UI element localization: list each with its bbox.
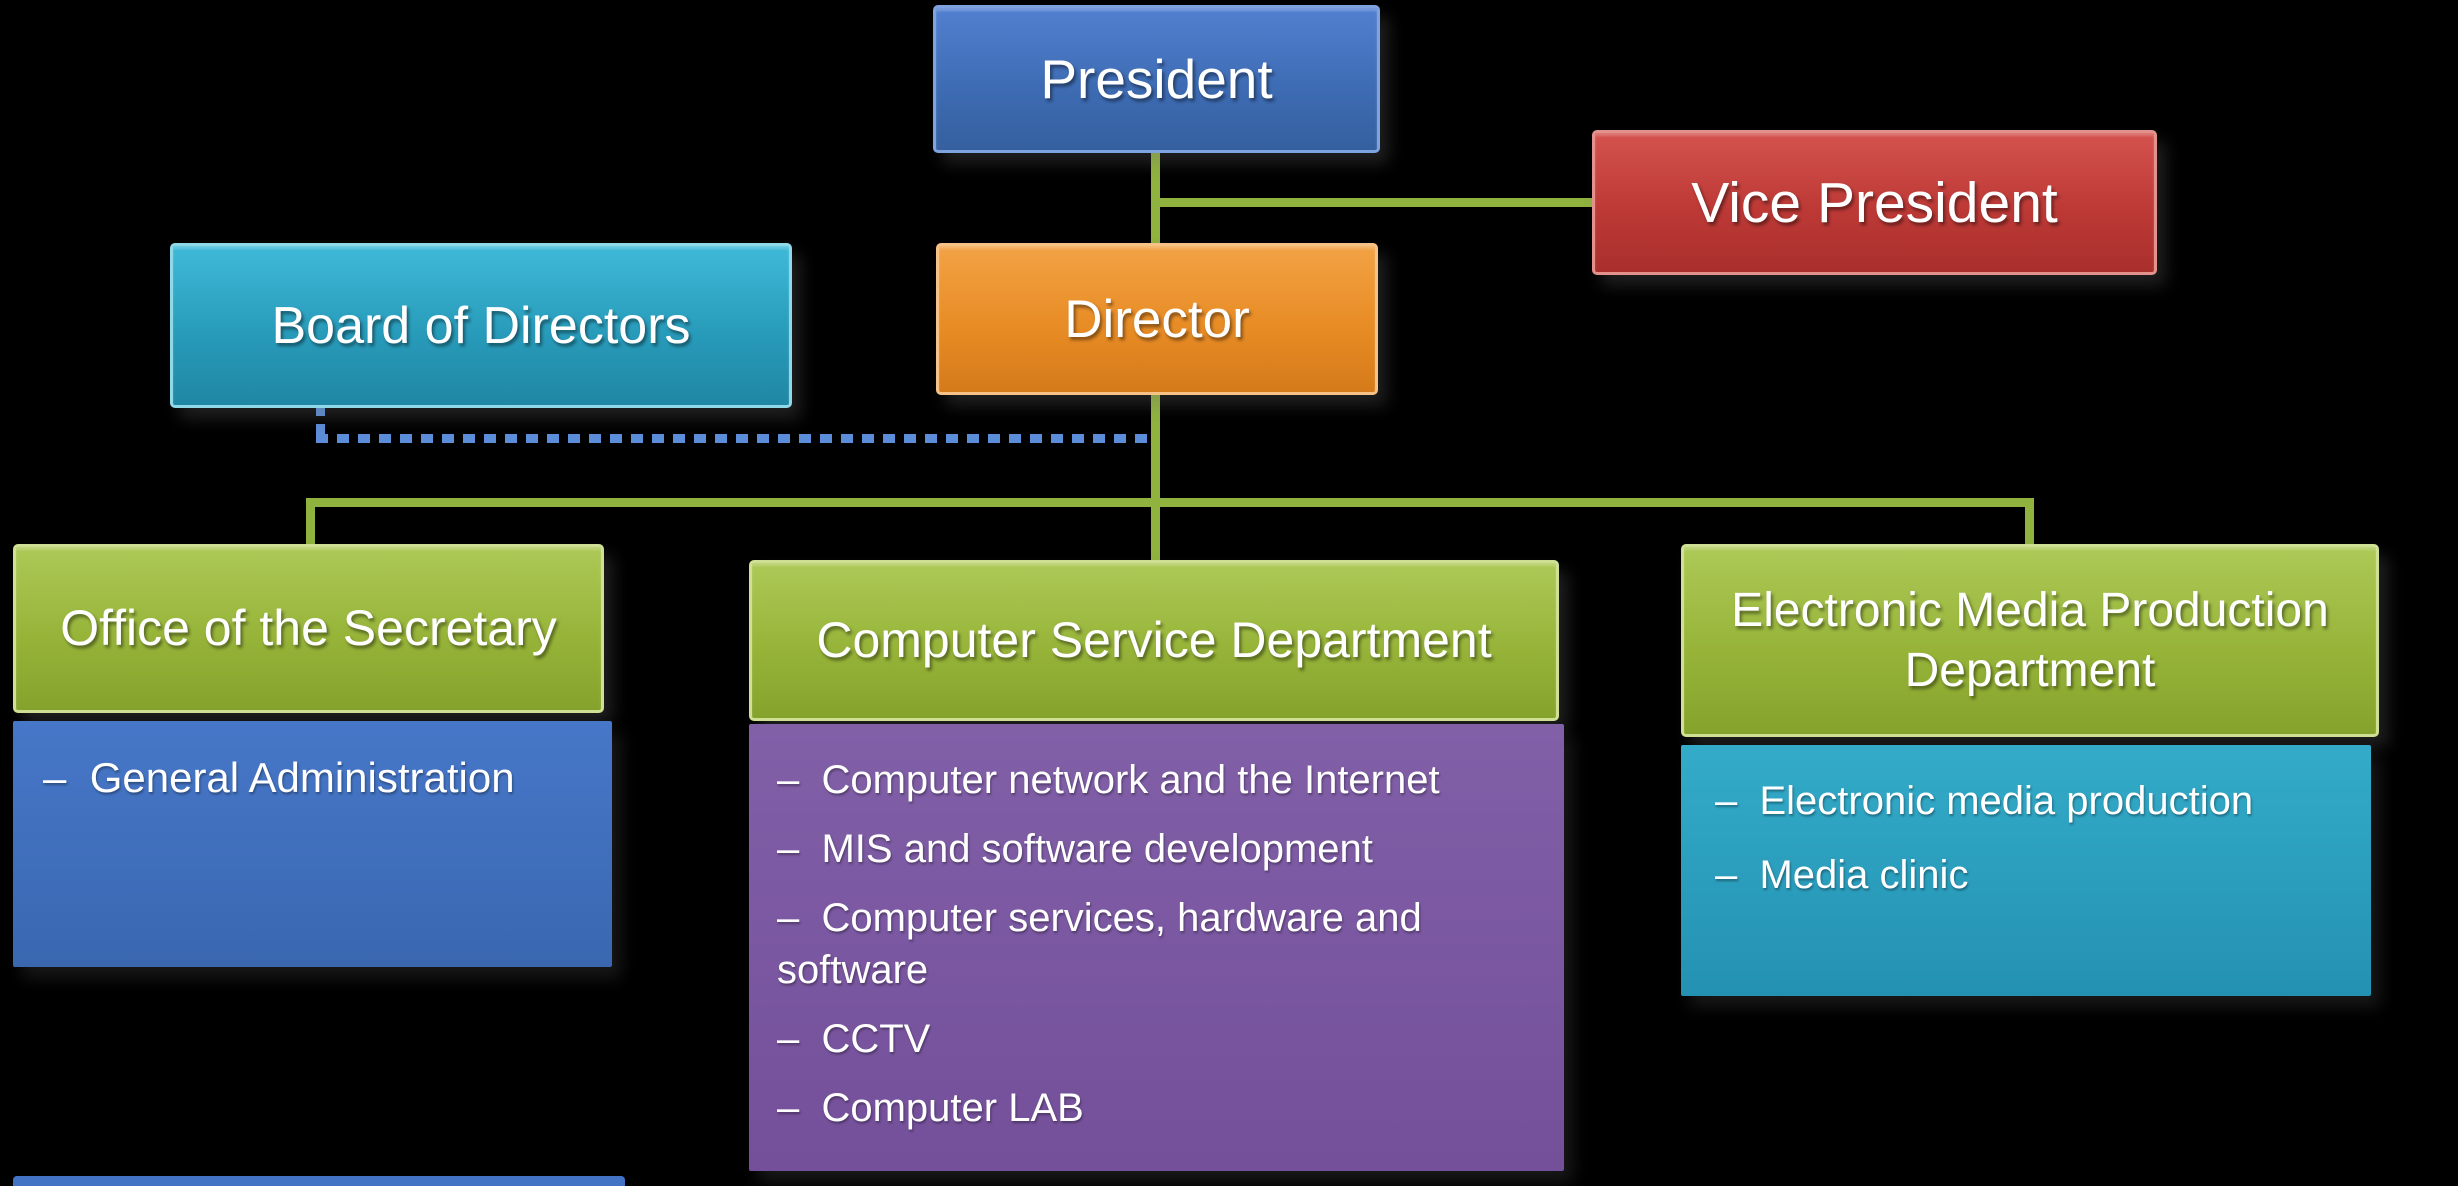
partial-box-bottom-edge [13, 1176, 625, 1186]
dept-item: – Electronic media production [1715, 779, 2254, 823]
connector-drop-media [2025, 498, 2034, 548]
dotted-connector-board-vertical [316, 406, 325, 442]
dept-header-electronic-media-production-department-label: Electronic Media Production Department [1731, 583, 2329, 697]
node-president-label: President [1040, 48, 1273, 110]
node-board-of-directors: Board of Directors [170, 243, 792, 408]
dept-item: – Computer LAB [777, 1086, 1084, 1130]
node-vice-president-label: Vice President [1691, 170, 2058, 235]
node-president: President [933, 5, 1380, 153]
dept-body-electronic-media-production-department: – Electronic media production – Media cl… [1681, 745, 2371, 996]
dept-header-computer-service-department-label: Computer Service Department [816, 612, 1492, 669]
dept-header-office-of-the-secretary-label: Office of the Secretary [60, 600, 557, 657]
connector-drop-secretary [306, 498, 315, 548]
dept-item: – CCTV [777, 1017, 931, 1061]
dept-body-computer-service-department: – Computer network and the Internet – MI… [749, 724, 1564, 1171]
connector-horizontal-bar [306, 498, 2034, 507]
node-board-of-directors-label: Board of Directors [271, 296, 691, 355]
connector-to-vice-president [1155, 198, 1592, 207]
dept-item: – Computer services, hardware and softwa… [777, 896, 1433, 992]
dept-header-electronic-media-production-department: Electronic Media Production Department [1681, 544, 2379, 737]
dept-header-computer-service-department: Computer Service Department [749, 560, 1559, 721]
dept-item: – Computer network and the Internet [777, 758, 1440, 802]
dept-body-office-of-the-secretary: – General Administration [13, 721, 612, 967]
dept-item: – Media clinic [1715, 853, 1969, 897]
node-director-label: Director [1064, 289, 1250, 349]
node-vice-president: Vice President [1592, 130, 2157, 275]
connector-director-down [1151, 392, 1160, 564]
dotted-connector-board-horizontal [316, 434, 1156, 443]
dept-item: – MIS and software development [777, 827, 1373, 871]
dept-header-office-of-the-secretary: Office of the Secretary [13, 544, 604, 713]
node-director: Director [936, 243, 1378, 395]
dept-item: – General Administration [43, 754, 515, 801]
